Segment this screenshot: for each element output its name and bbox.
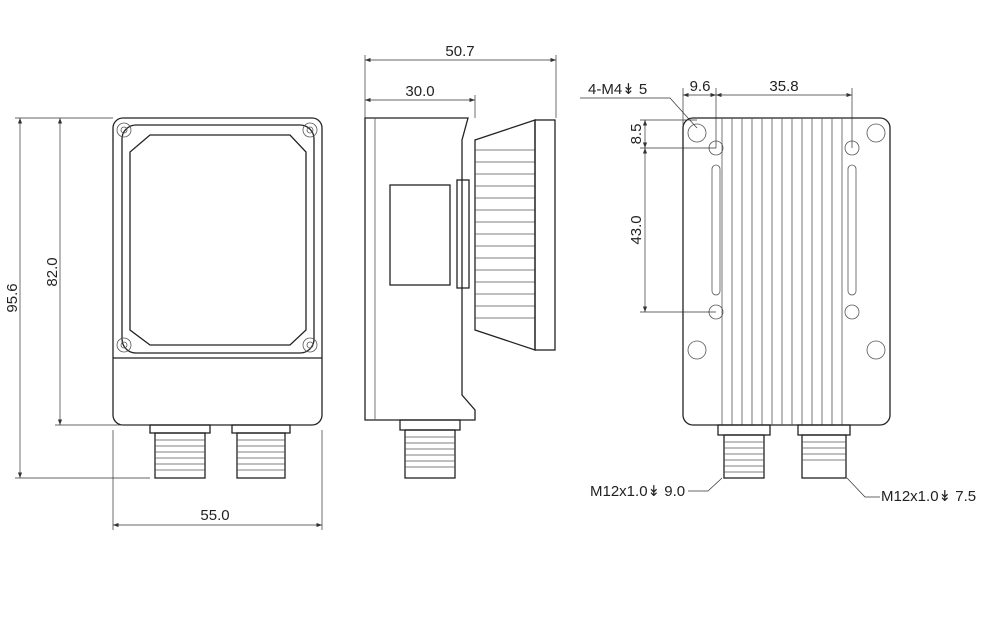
dim-total-depth: 50.7 — [445, 43, 474, 60]
back-view: 4-M4↡ 5 9.6 35.8 8.5 43.0 M12x1.0↡ 9.0 M… — [580, 78, 976, 505]
dim-body-depth: 30.0 — [405, 83, 434, 100]
dim-hole-offset-y: 8.5 — [628, 124, 645, 145]
front-connector-left — [149, 424, 211, 479]
side-view: 50.7 30.0 — [364, 43, 557, 479]
heatsink-fins — [474, 119, 556, 351]
back-connector-left — [717, 424, 771, 479]
back-connector-right — [797, 424, 851, 479]
thread-callout: 4-M4↡ 5 — [588, 81, 647, 98]
dim-body-height: 82.0 — [44, 257, 61, 286]
front-view: 95.6 82.0 55.0 — [4, 117, 323, 530]
side-connector — [399, 419, 461, 479]
connector-right-callout: M12x1.0↡ 7.5 — [881, 488, 976, 505]
dim-hole-offset-x: 9.6 — [690, 78, 711, 95]
dim-hole-spacing-y: 43.0 — [628, 215, 645, 244]
dim-total-height: 95.6 — [4, 283, 21, 312]
connector-left-callout: M12x1.0↡ 9.0 — [590, 483, 685, 500]
dim-width: 55.0 — [200, 507, 229, 524]
front-connector-right — [231, 424, 291, 479]
dim-hole-spacing-x: 35.8 — [769, 78, 798, 95]
